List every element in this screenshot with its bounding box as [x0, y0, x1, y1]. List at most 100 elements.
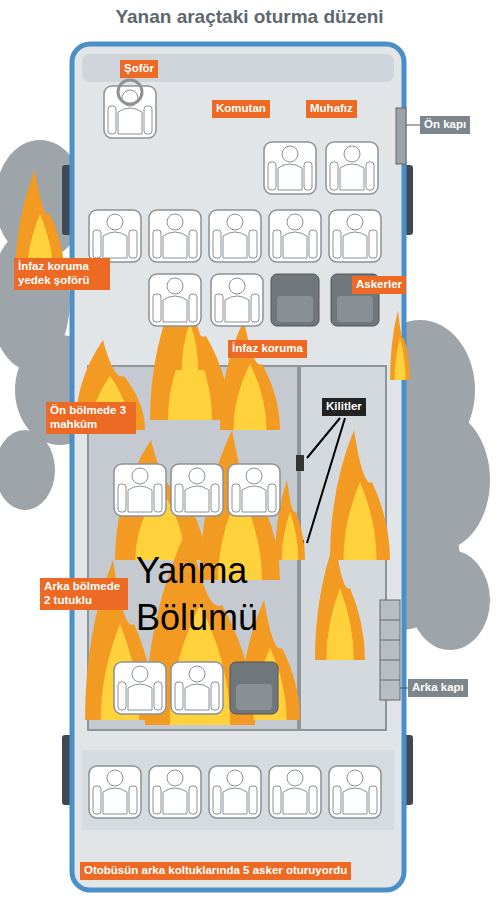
person-head	[132, 666, 148, 682]
seat-arm	[215, 294, 223, 322]
person-head	[107, 214, 123, 230]
flame-core	[282, 512, 299, 560]
seat-label: Muhafız	[306, 100, 357, 118]
seat	[269, 766, 321, 818]
person	[103, 788, 127, 814]
seat-arm	[108, 106, 116, 134]
door-label: Arka kapı	[408, 679, 468, 697]
leader-line	[400, 688, 408, 689]
seat	[329, 210, 381, 262]
person	[343, 788, 367, 814]
seat-arm	[213, 230, 221, 258]
seat-arm	[366, 162, 374, 190]
seat	[228, 464, 280, 516]
person	[118, 108, 142, 134]
compartment-label: Arka bölmede 2 tutuklu	[40, 578, 128, 610]
person-head	[229, 278, 245, 294]
person	[185, 486, 209, 512]
seat-arm	[232, 484, 240, 512]
flame-core	[344, 482, 377, 560]
seat	[269, 210, 321, 262]
zone-label: Yanma Bölümü	[136, 548, 306, 642]
flame	[330, 430, 390, 560]
seat-label: Komutan	[212, 100, 270, 118]
person-head	[167, 770, 183, 786]
person	[223, 232, 247, 258]
leader-line	[406, 125, 420, 126]
door-label: Ön kapı	[420, 116, 470, 134]
seat-arm	[211, 484, 219, 512]
seat-arm	[129, 786, 137, 814]
seat-arm	[268, 162, 276, 190]
person	[225, 296, 249, 322]
person	[128, 486, 152, 512]
person-head	[227, 770, 243, 786]
person-head	[107, 770, 123, 786]
seat-arm	[153, 230, 161, 258]
seat-label: İnfaz koruma	[228, 340, 307, 358]
flame	[220, 320, 280, 430]
bus-body	[72, 44, 404, 890]
person	[340, 164, 364, 190]
seat-arm	[249, 786, 257, 814]
compartment-label: Ön bölmede 3 mahkûm	[46, 402, 136, 434]
person	[185, 684, 209, 710]
seat-arm	[175, 484, 183, 512]
seat-arm	[175, 682, 183, 710]
flame	[315, 540, 365, 660]
title: Yanan araçtaki oturma düzeni	[0, 6, 499, 28]
rear-door	[380, 600, 400, 700]
seat	[104, 86, 156, 138]
person	[283, 232, 307, 258]
lock	[296, 455, 304, 471]
rear-seat-area	[82, 750, 394, 830]
person	[242, 486, 266, 512]
flames	[15, 170, 410, 725]
flame-core	[234, 364, 267, 430]
seat	[211, 274, 263, 326]
person	[128, 684, 152, 710]
empty-seat	[337, 296, 373, 322]
windshield	[82, 54, 394, 82]
seat	[326, 142, 378, 194]
seat-arm	[251, 294, 259, 322]
front-door	[396, 108, 406, 164]
person-head	[344, 146, 360, 162]
person-head	[189, 666, 205, 682]
person-head	[167, 278, 183, 294]
seat-arm	[273, 786, 281, 814]
seat-arm	[144, 106, 152, 134]
flame	[390, 310, 410, 380]
person-head	[287, 214, 303, 230]
seat-arm	[330, 162, 338, 190]
person	[163, 788, 187, 814]
flame-core	[182, 322, 199, 370]
caption-label: Otobüsün arka koltuklarında 5 asker otur…	[80, 862, 351, 880]
empty-seat	[277, 296, 313, 322]
person	[278, 164, 302, 190]
seat	[329, 766, 381, 818]
seat-arm	[93, 230, 101, 258]
person	[163, 232, 187, 258]
seat	[149, 766, 201, 818]
person-head	[287, 770, 303, 786]
seat-arm	[189, 230, 197, 258]
seat-arm	[304, 162, 312, 190]
seat-arm	[153, 786, 161, 814]
person-head	[132, 468, 148, 484]
person-head	[189, 468, 205, 484]
seat-arm	[273, 230, 281, 258]
seat-label: Şoför	[120, 60, 158, 78]
flame-core	[326, 588, 354, 660]
seat-arm	[369, 230, 377, 258]
seat-arm	[189, 786, 197, 814]
empty-seat	[271, 274, 319, 326]
seat-arm	[333, 786, 341, 814]
steering-wheel	[118, 80, 142, 104]
person	[223, 788, 247, 814]
seat-arm	[309, 230, 317, 258]
person-head	[227, 214, 243, 230]
lock-label: Kilitler	[322, 398, 366, 416]
